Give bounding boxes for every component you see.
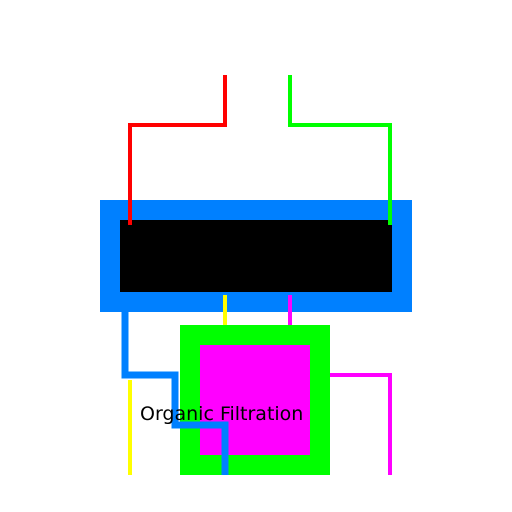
green-connector-line — [288, 75, 392, 225]
diagram-label: Organic Filtration — [140, 403, 303, 425]
magenta-outlet-line — [330, 373, 392, 475]
red-connector-line — [128, 75, 227, 225]
lower-block-panel — [200, 345, 310, 455]
blue-connector-line — [121, 310, 229, 475]
upper-block-panel — [120, 220, 392, 292]
